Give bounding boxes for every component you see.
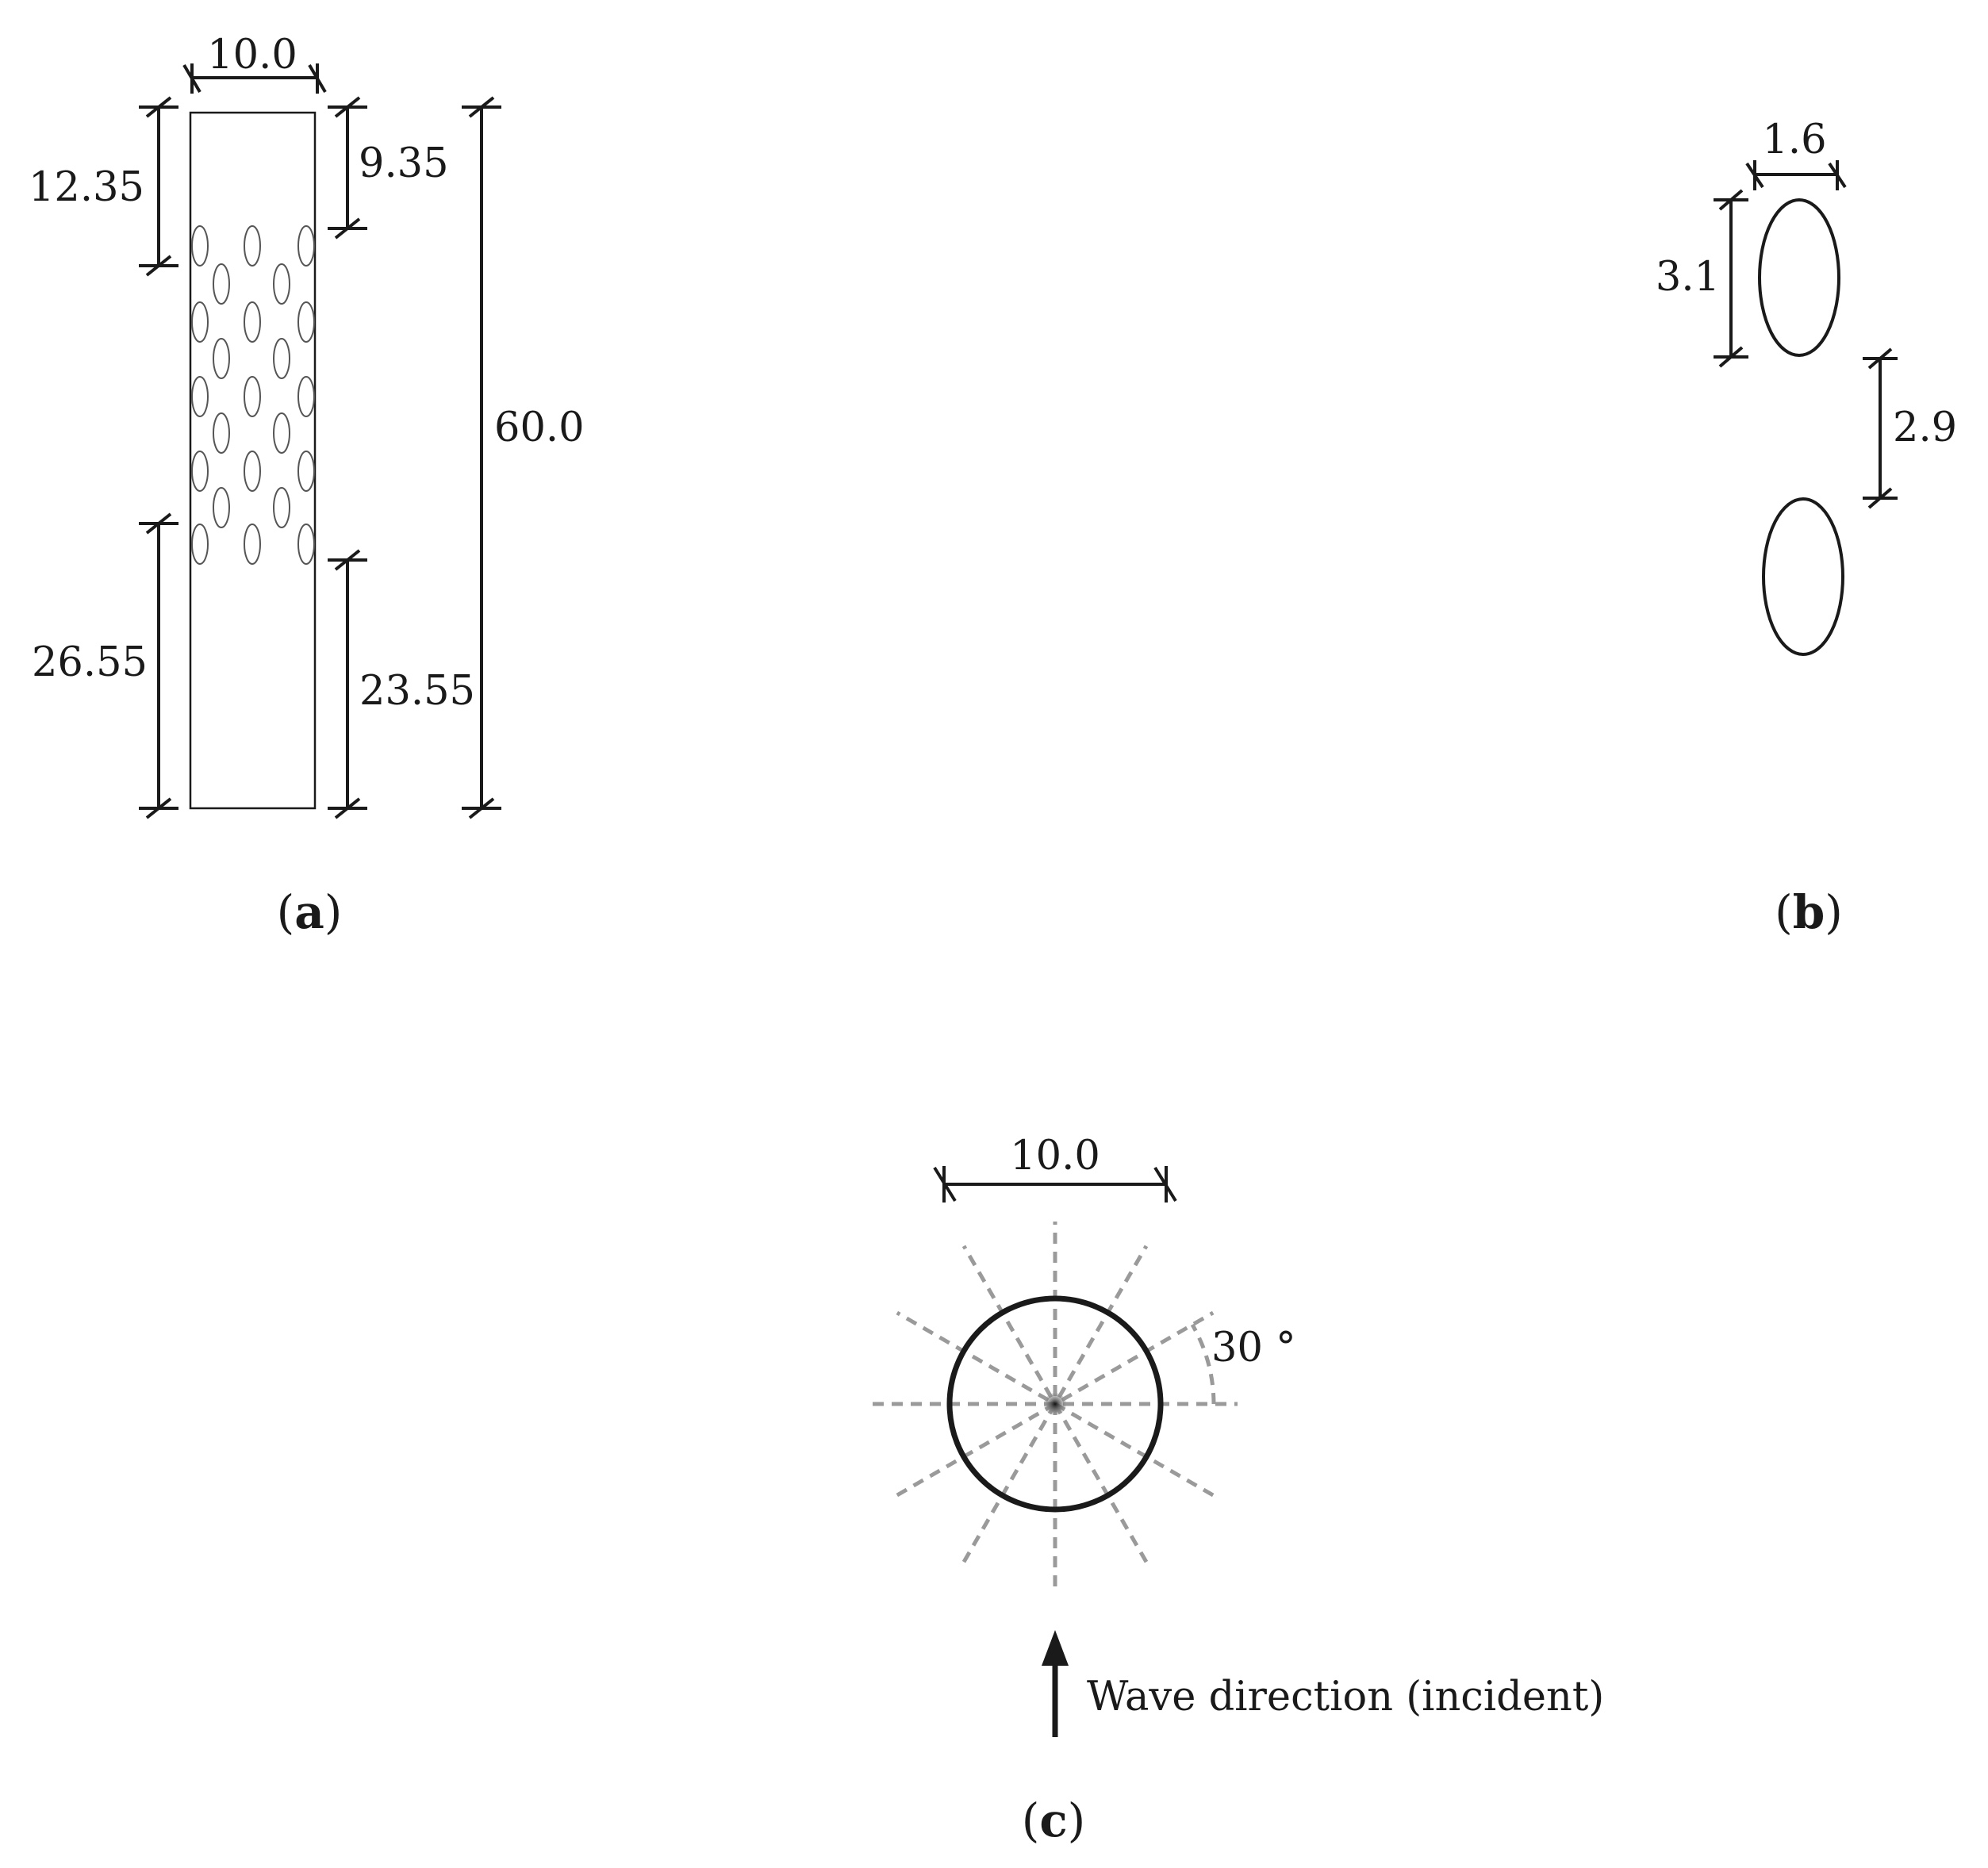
hole-height-dimension: 3.1 (1656, 189, 1748, 368)
column-hole (191, 225, 209, 267)
panel-c-label: (c) (1022, 1793, 1086, 1847)
wave-direction-arrow (1042, 1630, 1069, 1737)
column-hole (273, 263, 290, 305)
total-height-label: 60.0 (494, 405, 585, 451)
hole-spacing-label: 2.9 (1893, 405, 1957, 451)
diameter-dimension: 10.0 (933, 1133, 1177, 1203)
hole-width-label: 1.6 (1762, 117, 1826, 163)
panel-c: 10.0 30 ° Wave direction (incident) (c) (873, 1133, 1604, 1847)
column-hole (273, 412, 290, 454)
panel-a-label: (a) (277, 885, 343, 939)
column-hole (213, 338, 230, 379)
panel-b-label: (b) (1775, 885, 1843, 939)
column-hole (213, 412, 230, 454)
angle-label: 30 ° (1211, 1325, 1296, 1371)
column-hole (297, 225, 315, 267)
cylinder-section (946, 1295, 1164, 1513)
column-hole (191, 376, 209, 417)
panel-b: 1.6 3.1 2.9 (b) (1656, 117, 1957, 939)
column-hole (297, 451, 315, 492)
hole-lower (1762, 497, 1844, 656)
column-hole (191, 524, 209, 565)
column-hole (191, 301, 209, 343)
column-hole (297, 376, 315, 417)
column-hole (244, 225, 261, 267)
diameter-label: 10.0 (1010, 1133, 1100, 1179)
angle-arc (1190, 1323, 1216, 1405)
column-outline (189, 111, 317, 810)
column-hole (191, 451, 209, 492)
column-hole (273, 487, 290, 528)
column-hole (244, 451, 261, 492)
column-hole (244, 376, 261, 417)
right-bottom-dimension: 23.55 (328, 549, 475, 819)
column-hole (297, 301, 315, 343)
left-top-dimension: 12.35 (29, 96, 178, 277)
left-bottom-dimension: 26.55 (32, 512, 178, 819)
panel-a: 10.0 12.35 9.35 60.0 (29, 32, 585, 939)
total-height-dimension: 60.0 (462, 96, 585, 819)
column-hole (244, 301, 261, 343)
column-hole (273, 338, 290, 379)
top-width-label: 10.0 (207, 32, 297, 79)
wave-direction-label: Wave direction (incident) (1087, 1674, 1604, 1720)
right-top-label: 9.35 (359, 140, 449, 187)
left-bottom-label: 26.55 (32, 639, 148, 686)
center-point (1044, 1393, 1066, 1415)
hole-upper (1758, 198, 1840, 357)
column-hole (297, 524, 315, 565)
left-top-label: 12.35 (29, 164, 144, 211)
column-hole (213, 263, 230, 305)
right-bottom-label: 23.55 (359, 668, 475, 715)
top-width-dimension: 10.0 (182, 32, 327, 94)
hole-width-dimension: 1.6 (1745, 117, 1847, 190)
hole-spacing-dimension: 2.9 (1863, 347, 1957, 509)
column-hole (244, 524, 261, 565)
right-top-dimension: 9.35 (328, 96, 449, 240)
column-hole (213, 487, 230, 528)
hole-height-label: 3.1 (1656, 254, 1720, 301)
column-holes (191, 225, 315, 565)
